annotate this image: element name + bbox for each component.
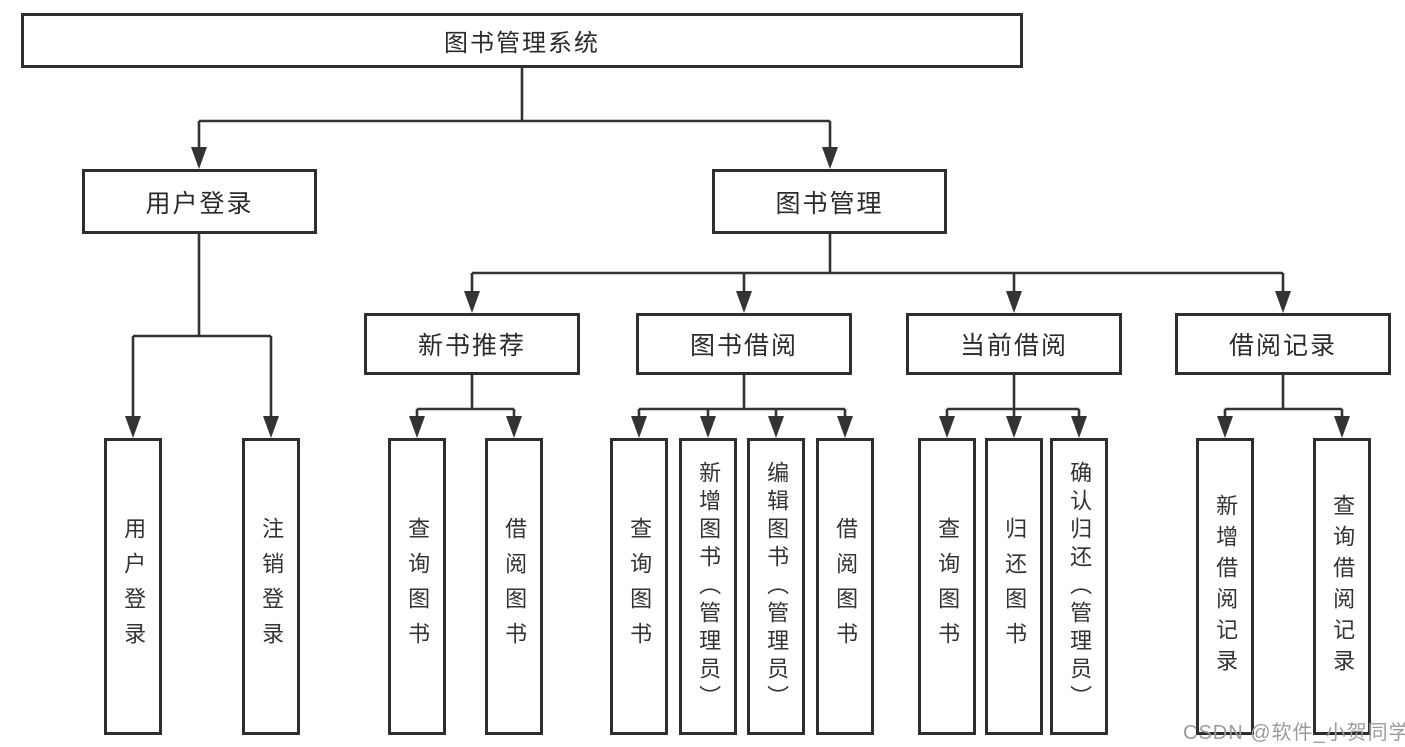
node-borrow-books-recommend: 借阅图书 (485, 438, 543, 735)
leaf-label: 查询借阅记录 (1330, 493, 1356, 680)
leaf-label: 编辑图书（管理员） (764, 460, 790, 713)
node-add-borrow-record: 新增借阅记录 (1196, 438, 1254, 735)
leaf-label: 新增借阅记录 (1213, 493, 1239, 680)
node-current-borrowing: 当前借阅 (906, 313, 1122, 375)
node-user-login-module: 用户登录 (82, 169, 317, 234)
node-query-books-current: 查询图书 (918, 438, 976, 735)
node-user-login: 用户登录 (104, 438, 162, 735)
leaf-label: 借阅图书 (833, 516, 859, 657)
connector-path (131, 68, 1344, 433)
csdn-watermark: CSDN @软件_小贺同学 (1183, 722, 1405, 744)
node-query-borrow-record: 查询借阅记录 (1313, 438, 1371, 735)
node-new-book-recommend: 新书推荐 (364, 313, 580, 375)
leaf-label: 查询图书 (935, 516, 961, 657)
node-borrow-books-borrowing: 借阅图书 (816, 438, 874, 735)
node-system-root: 图书管理系统 (21, 13, 1023, 68)
leaf-label: 新增图书（管理员） (696, 460, 722, 713)
node-add-books-admin: 新增图书（管理员） (679, 438, 737, 735)
node-return-books: 归还图书 (985, 438, 1043, 735)
leaf-label: 借阅图书 (502, 516, 528, 657)
node-book-borrowing: 图书借阅 (636, 313, 852, 375)
node-query-books-borrowing: 查询图书 (610, 438, 668, 735)
leaf-label: 归还图书 (1002, 516, 1028, 657)
leaf-label: 用户登录 (121, 516, 147, 657)
leaf-label: 注销登录 (259, 516, 285, 657)
node-borrow-records: 借阅记录 (1175, 313, 1391, 375)
leaf-label: 确认归还（管理员） (1067, 460, 1093, 713)
leaf-label: 查询图书 (627, 516, 653, 657)
node-logout: 注销登录 (242, 438, 300, 735)
node-confirm-return-admin: 确认归还（管理员） (1050, 438, 1108, 735)
arrowhead-icons (125, 147, 1350, 438)
node-query-books-recommend: 查询图书 (388, 438, 446, 735)
node-book-management: 图书管理 (712, 169, 947, 234)
node-edit-books-admin: 编辑图书（管理员） (747, 438, 805, 735)
leaf-label: 查询图书 (405, 516, 431, 657)
